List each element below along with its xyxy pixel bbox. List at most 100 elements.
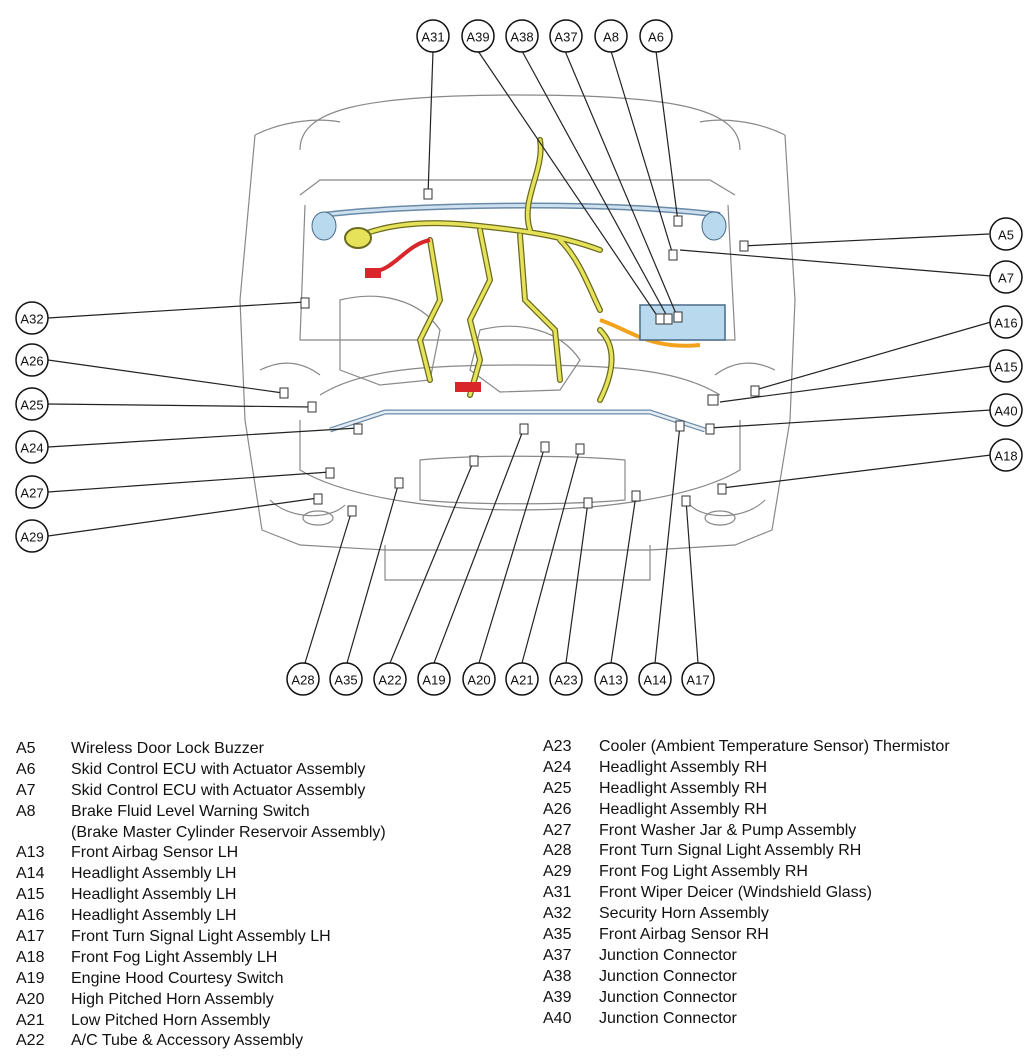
red-connector-2 <box>455 382 481 392</box>
legend-text: Front Fog Light Assembly LH <box>71 948 278 966</box>
legend-text: (Brake Master Cylinder Reservoir Assembl… <box>71 823 386 841</box>
svg-text:A8: A8 <box>603 30 619 45</box>
legend-code: A23 <box>543 738 572 755</box>
callout-A18: A18 <box>989 438 1023 472</box>
callout-A40: A40 <box>989 393 1023 427</box>
callout-A19: A19 <box>417 662 451 696</box>
callout-A7: A7 <box>989 260 1023 294</box>
svg-text:A26: A26 <box>20 354 43 369</box>
callout-A39: A39 <box>461 19 495 53</box>
legend-text: Junction Connector <box>599 967 737 985</box>
legend-code: A15 <box>16 886 45 904</box>
callout-A29: A29 <box>15 519 49 553</box>
callout-A22: A22 <box>373 662 407 696</box>
legend-row: A32 Security Horn Assembly <box>543 904 950 925</box>
legend-text: Headlight Assembly LH <box>71 886 237 904</box>
legend-text: High Pitched Horn Assembly <box>71 990 274 1008</box>
vehicle-outline <box>239 94 796 581</box>
legend-text: Headlight Assembly RH <box>599 779 768 797</box>
callout-A5: A5 <box>989 217 1023 251</box>
legend-code: A22 <box>16 1032 45 1050</box>
callout-A24: A24 <box>15 430 49 464</box>
legend-text: Headlight Assembly RH <box>599 758 768 776</box>
svg-text:A7: A7 <box>998 271 1014 286</box>
legend-text: Security Horn Assembly <box>599 905 769 923</box>
svg-text:A22: A22 <box>378 673 401 688</box>
svg-text:A28: A28 <box>291 673 314 688</box>
legend-text: Skid Control ECU with Actuator Assembly <box>71 781 366 799</box>
legend-text: Front Wiper Deicer (Windshield Glass) <box>599 884 872 902</box>
legend-code: A21 <box>16 1011 45 1029</box>
front-harness <box>329 409 706 433</box>
legend-text: Skid Control ECU with Actuator Assembly <box>71 760 366 778</box>
legend-code: A20 <box>16 990 45 1008</box>
legend-row: A37 Junction Connector <box>543 946 950 967</box>
legend-code: A37 <box>543 946 572 964</box>
legend-text: Front Turn Signal Light Assembly RH <box>599 842 862 860</box>
callout-A38: A38 <box>505 19 539 53</box>
legend-row: (Brake Master Cylinder Reservoir Assembl… <box>16 823 386 844</box>
legend-code <box>16 823 71 844</box>
callout-A37: A37 <box>549 19 583 53</box>
legend-code: A28 <box>543 842 572 860</box>
legend-row: A25 Headlight Assembly RH <box>543 779 950 800</box>
svg-text:A5: A5 <box>998 228 1014 243</box>
svg-text:A35: A35 <box>334 673 357 688</box>
callout-A15: A15 <box>989 349 1023 383</box>
legend-code: A26 <box>543 800 572 818</box>
left-headlamp-blob <box>311 211 337 241</box>
legend-code: A39 <box>543 988 572 1006</box>
legend-row: A20 High Pitched Horn Assembly <box>16 990 386 1011</box>
legend-text: A/C Tube & Accessory Assembly <box>71 1032 304 1050</box>
callout-A25: A25 <box>15 387 49 421</box>
callout-A20: A20 <box>462 662 496 696</box>
legend-code: A6 <box>16 760 36 778</box>
legend-code: A35 <box>543 926 572 944</box>
svg-text:A13: A13 <box>599 673 622 688</box>
legend-text: Front Airbag Sensor LH <box>71 844 239 862</box>
callout-A23: A23 <box>549 662 583 696</box>
svg-text:A21: A21 <box>510 673 533 688</box>
callout-A8: A8 <box>594 19 628 53</box>
legend-code: A16 <box>16 907 45 925</box>
legend-code: A25 <box>543 779 572 797</box>
legend-code: A31 <box>543 884 572 902</box>
svg-text:A23: A23 <box>554 673 577 688</box>
legend-row: A22 A/C Tube & Accessory Assembly <box>16 1031 386 1052</box>
svg-text:A19: A19 <box>422 673 445 688</box>
legend-text: Junction Connector <box>599 946 737 964</box>
callout-A27: A27 <box>15 475 49 509</box>
legend-text: Engine Hood Courtesy Switch <box>71 969 284 987</box>
red-harness <box>371 238 431 274</box>
legend-code: A32 <box>543 905 572 923</box>
svg-text:A37: A37 <box>554 30 577 45</box>
legend-row: A6 Skid Control ECU with Actuator Assembl… <box>16 760 386 781</box>
legend-text: Headlight Assembly RH <box>599 800 768 818</box>
legend-text: Headlight Assembly LH <box>71 907 237 925</box>
engine-harness-fill <box>348 138 614 402</box>
deicer-connector <box>344 227 372 249</box>
callout-A31: A31 <box>416 19 450 53</box>
callout-A16: A16 <box>989 305 1023 339</box>
legend-code: A29 <box>543 863 572 881</box>
svg-text:A16: A16 <box>994 316 1017 331</box>
legend-code: A19 <box>16 969 45 987</box>
svg-text:A29: A29 <box>20 530 43 545</box>
legend-text: Front Washer Jar & Pump Assembly <box>599 821 857 839</box>
svg-text:A31: A31 <box>421 30 444 45</box>
callout-A14: A14 <box>638 662 672 696</box>
legend-code: A27 <box>543 821 572 839</box>
